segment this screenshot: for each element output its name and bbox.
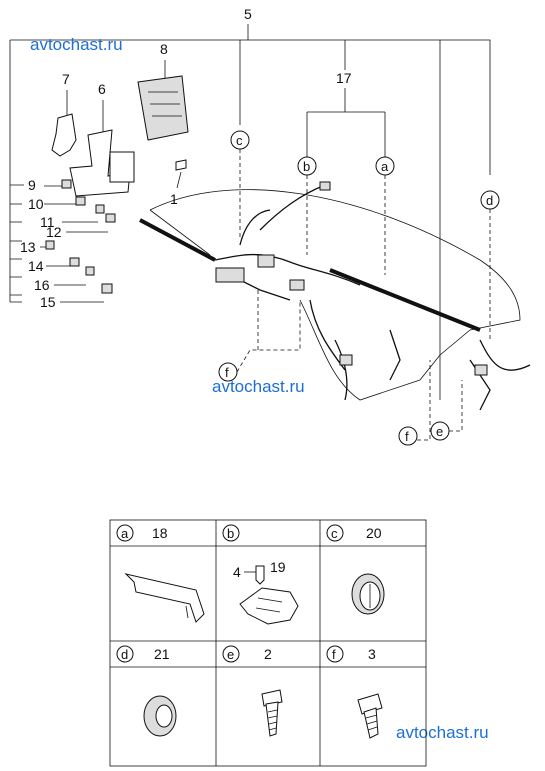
fuse-box-8 xyxy=(137,75,189,141)
watermark-top: avtochast.ru xyxy=(30,35,123,54)
callout-13: 13 xyxy=(20,239,36,255)
screw-4-icon xyxy=(255,565,265,585)
callout-5-branches xyxy=(239,40,441,400)
svg-text:c: c xyxy=(331,526,338,541)
svg-text:21: 21 xyxy=(154,646,170,662)
circle-c: c xyxy=(230,130,250,150)
svg-text:b: b xyxy=(303,159,310,174)
callout-15: 15 xyxy=(40,294,56,310)
part-19-holder xyxy=(239,587,299,625)
table-cell-c: c 20 xyxy=(326,524,382,542)
circle-b: b xyxy=(297,156,317,176)
dashboard-outline xyxy=(149,189,521,331)
table-cell-e: e 2 xyxy=(222,645,272,663)
callout-11: 11 xyxy=(40,214,55,230)
svg-text:f: f xyxy=(332,647,336,662)
left-labels-leaders xyxy=(40,185,108,303)
svg-text:18: 18 xyxy=(152,525,168,541)
bolt-1-icon xyxy=(175,159,187,171)
part-19-label: 19 xyxy=(270,559,286,575)
relay-block xyxy=(109,151,135,183)
callout-17: 17 xyxy=(336,70,352,86)
part-2-bolt-icon xyxy=(261,689,283,737)
svg-text:b: b xyxy=(227,526,234,541)
circle-a: a xyxy=(375,156,395,176)
part-4-label: 4 xyxy=(233,564,241,580)
bracket-7 xyxy=(51,113,77,157)
part-18-bracket xyxy=(124,573,205,623)
watermark-bottom: avtochast.ru xyxy=(396,723,489,742)
watermark-middle: avtochast.ru xyxy=(212,377,305,396)
circle-e: e xyxy=(430,421,450,441)
callout-12: 12 xyxy=(46,224,62,240)
callout-8: 8 xyxy=(160,41,168,57)
callout-1: 1 xyxy=(170,191,178,207)
svg-text:f: f xyxy=(225,365,229,380)
table-cell-a: a 18 xyxy=(116,524,168,542)
callout-14: 14 xyxy=(28,258,44,274)
svg-text:2: 2 xyxy=(264,646,272,662)
main-harness xyxy=(139,181,531,411)
callout-7: 7 xyxy=(62,71,70,87)
svg-text:3: 3 xyxy=(368,646,376,662)
svg-text:c: c xyxy=(236,133,243,148)
svg-text:d: d xyxy=(121,647,128,662)
svg-text:a: a xyxy=(381,159,389,174)
callout-1-leader xyxy=(176,171,182,189)
table-cell-f: f 3 xyxy=(326,645,376,663)
parts-table xyxy=(109,519,427,767)
svg-text:d: d xyxy=(486,193,493,208)
callout-10: 10 xyxy=(28,196,44,212)
svg-text:e: e xyxy=(227,647,234,662)
callout-9: 9 xyxy=(28,177,36,193)
callout-17-leader xyxy=(306,88,386,158)
circle-f-left: f xyxy=(218,362,238,382)
callout-5-leader xyxy=(9,24,491,303)
circle-f-bottom: f xyxy=(398,426,418,446)
svg-text:a: a xyxy=(121,526,129,541)
table-cell-b: b xyxy=(222,524,240,542)
circle-d: d xyxy=(480,190,500,210)
clip-parts xyxy=(45,179,116,294)
part-3-bolt-icon xyxy=(357,693,383,739)
svg-text:e: e xyxy=(436,424,443,439)
table-cell-d: d 21 xyxy=(116,645,170,663)
callout-5: 5 xyxy=(244,6,252,22)
svg-text:f: f xyxy=(405,429,409,444)
svg-text:20: 20 xyxy=(366,525,382,541)
callout-6: 6 xyxy=(98,81,106,97)
callout-16: 16 xyxy=(34,277,50,293)
